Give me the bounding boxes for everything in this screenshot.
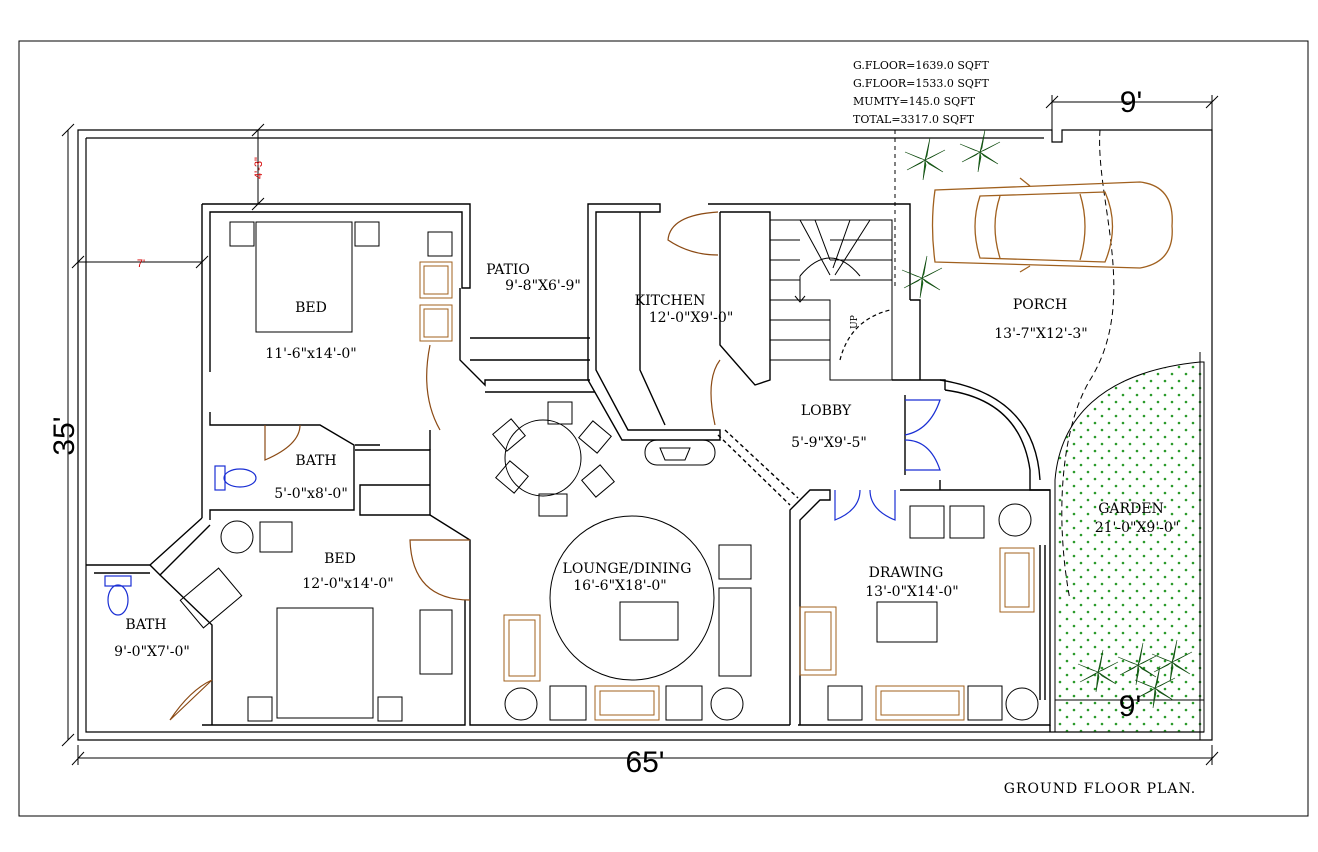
bed-1-name: BED [295,300,327,316]
overall-width-label: 65' [625,746,664,779]
porch-width-label: 9' [1120,86,1142,119]
lobby-name: LOBBY [801,403,852,419]
garden-width-label: 9' [1119,690,1141,723]
lobby-size: 5'-9"X9'-5" [791,435,867,451]
garden-size: 21'-0"X9'-0" [1095,520,1180,536]
bath-2-name: BATH [125,617,166,633]
lounge-furniture [492,401,752,721]
bed-1-size: 11'-6"x14'-0" [265,346,356,362]
porch-size: 13'-7"X12'-3" [994,326,1087,342]
entrance-doors [834,399,941,521]
plot-boundary [77,129,1213,741]
front-setback-label: 4'-3" [253,157,265,179]
area-line-3: MUMTY=145.0 SQFT [853,95,976,108]
bed-2-name: BED [324,551,356,567]
bath-2-size: 9'-0"X7'-0" [114,644,190,660]
dimension-lines [61,95,1219,766]
area-line-4: TOTAL=3317.0 SQFT [853,113,975,126]
patio-name: PATIO [486,262,530,278]
car-icon [931,177,1173,273]
patio-size: 9'-8"X6'-9" [505,278,581,294]
stair-up-label: UP [850,315,860,329]
kitchen-size: 12'-0"X9'-0" [649,310,734,326]
walls [86,203,1051,732]
garden-area [1054,361,1205,733]
toilet-icon [104,465,257,616]
bath-1-name: BATH [295,453,336,469]
plant-icon [901,129,1193,709]
side-setback-label: 7' [137,258,145,270]
overall-depth-label: 35' [48,416,81,455]
lounge-name: LOUNGE/DINING [563,561,692,577]
garden-name: GARDEN [1098,501,1164,517]
area-line-2: G.FLOOR=1533.0 SQFT [853,77,990,90]
bath-1-size: 5'-0"x8'-0" [274,486,348,502]
bed-2-furniture [179,520,453,722]
drawing-title: GROUND FLOOR PLAN. [1004,781,1197,797]
drawing-size: 13'-0"X14'-0" [865,584,958,600]
drawing-furniture [799,503,1039,721]
doors [169,211,891,721]
porch-name: PORCH [1013,297,1067,313]
kitchen-name: KITCHEN [635,293,706,309]
sheet-border [18,40,1309,817]
lounge-size: 16'-6"X18'-0" [573,578,666,594]
drawing-name: DRAWING [869,565,944,581]
bed-1-furniture [229,221,453,342]
area-line-1: G.FLOOR=1639.0 SQFT [853,59,990,72]
bed-2-size: 12'-0"x14'-0" [302,576,393,592]
